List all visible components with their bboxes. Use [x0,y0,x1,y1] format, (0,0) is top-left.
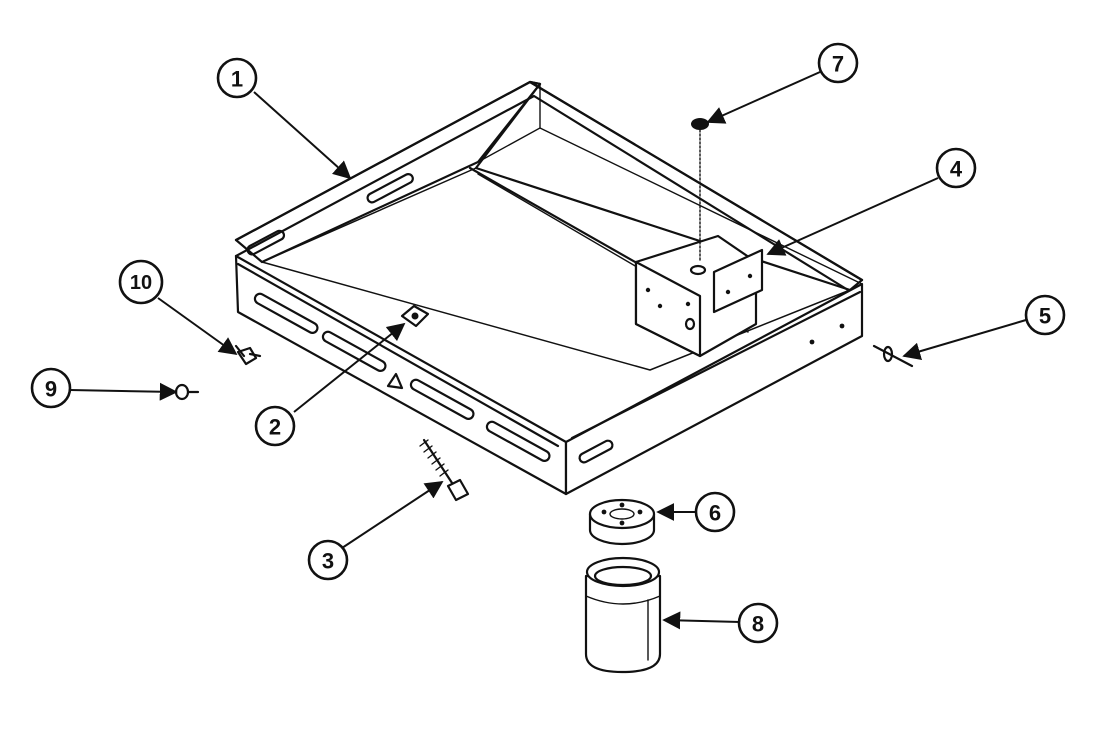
part-7-plug [691,118,709,130]
part-6-foot-cap [588,498,656,546]
callout-8: 8 [737,602,779,644]
pan-front-right-wall [564,282,864,496]
callout-5: 5 [1024,294,1066,336]
callout-6: 6 [694,491,736,533]
callout-10: 10 [118,259,164,305]
callout-3: 3 [307,539,349,581]
callout-9-label: 9 [45,377,57,402]
callout-8-label: 8 [752,612,764,637]
callout-9: 9 [30,367,72,409]
part-5-fastener [872,344,914,368]
pan-slots [246,173,614,464]
callout-4: 4 [935,147,977,189]
callout-7: 7 [817,42,859,84]
callout-5-label: 5 [1039,304,1051,329]
callout-3-label: 3 [322,549,334,574]
bracket [634,234,764,358]
callout-2: 2 [254,405,296,447]
callout-2-label: 2 [269,415,281,440]
callout-1: 1 [216,57,258,99]
part-10-clip [234,344,262,366]
callout-10-label: 10 [130,272,152,294]
part-3-screw [419,438,470,502]
part-8-jar [584,556,662,674]
callout-1-label: 1 [231,67,243,92]
part-2-clip-nut [400,304,430,328]
pan-top-rim [234,80,864,282]
callout-4-label: 4 [950,157,963,182]
drawer-pan [234,80,864,496]
part-9-screw [174,383,200,401]
leader-lines [69,71,1027,630]
callout-7-label: 7 [832,52,844,77]
callout-6-label: 6 [709,501,721,526]
